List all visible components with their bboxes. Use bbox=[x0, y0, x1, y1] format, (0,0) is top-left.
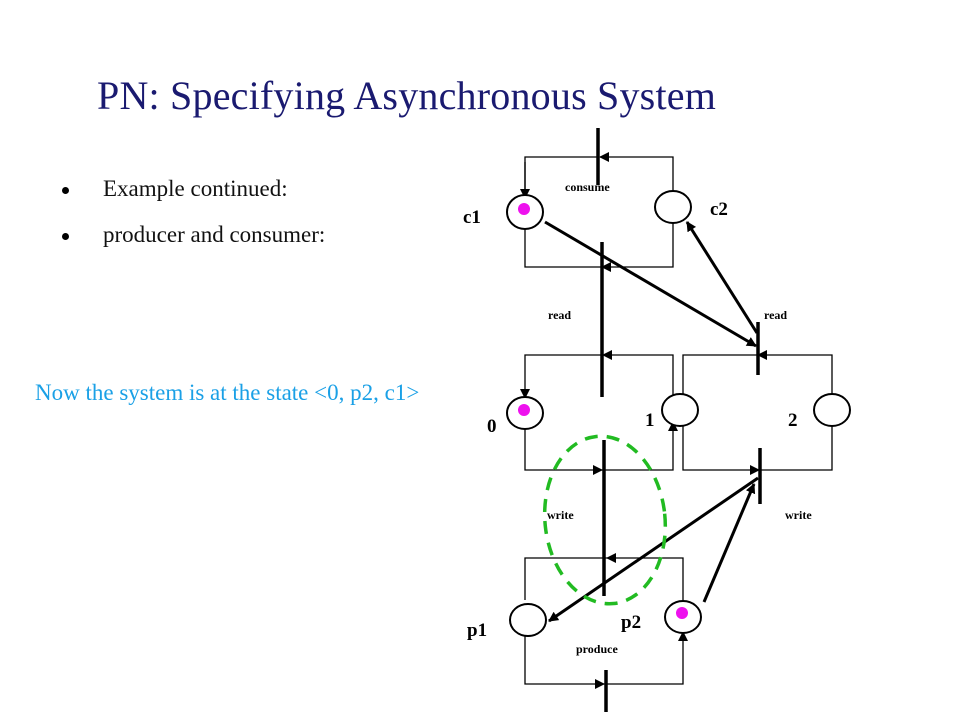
arc-read-c2 bbox=[685, 221, 759, 334]
arc-c1-read bbox=[544, 220, 757, 348]
arc-buffer-right-top bbox=[757, 350, 833, 398]
arc-c2-read bbox=[601, 218, 674, 272]
label-p1: p1 bbox=[467, 620, 487, 641]
token-p2 bbox=[676, 607, 688, 619]
token-c1 bbox=[518, 203, 530, 215]
place-p1 bbox=[509, 603, 547, 637]
arc-p1-produce bbox=[524, 624, 605, 689]
label-c1: c1 bbox=[463, 207, 481, 228]
arc-buffer-right-top2 bbox=[682, 354, 758, 398]
bullet-text: producer and consumer: bbox=[103, 222, 326, 247]
arc-buffer-right-bottom bbox=[682, 425, 760, 475]
label-buffer-1: 1 bbox=[645, 410, 655, 431]
label-c2: c2 bbox=[710, 199, 728, 220]
place-c2 bbox=[654, 190, 692, 224]
label-read-right: read bbox=[764, 308, 787, 322]
highlight-ellipse bbox=[542, 434, 668, 606]
bullet-text: Example continued: bbox=[103, 176, 288, 201]
bullet-item: producer and consumer: bbox=[62, 222, 325, 268]
bullet-dot-icon bbox=[62, 187, 69, 194]
slide-title: PN: Specifying Asynchronous System bbox=[97, 73, 717, 118]
arc-buffer-left-top2 bbox=[520, 354, 603, 399]
label-consume: consume bbox=[565, 180, 610, 194]
label-read-left: read bbox=[548, 308, 571, 322]
bullet-item: Example continued: bbox=[62, 176, 325, 222]
arc-produce-p2 bbox=[604, 631, 688, 685]
label-p2: p2 bbox=[621, 612, 641, 633]
arc-read-c1 bbox=[524, 218, 602, 268]
arc-buffer-left-top bbox=[602, 350, 674, 398]
arc-buffer-left-bottom bbox=[524, 420, 603, 475]
place-buffer-2 bbox=[813, 393, 851, 427]
state-note: Now the system is at the state <0, p2, c… bbox=[35, 380, 420, 405]
arc-p2-write bbox=[702, 483, 756, 603]
label-produce: produce bbox=[576, 642, 618, 656]
label-buffer-2: 2 bbox=[788, 410, 798, 431]
label-write-left: write bbox=[547, 508, 574, 522]
arc-p2-write bbox=[606, 553, 684, 610]
bullet-dot-icon bbox=[62, 233, 69, 240]
label-write-right: write bbox=[785, 508, 812, 522]
token-buffer-0 bbox=[518, 404, 530, 416]
bullet-list: Example continued: producer and consumer… bbox=[62, 176, 325, 268]
arc-buffer-right-bottom2 bbox=[759, 422, 833, 471]
arc-buffer-left-bottom2 bbox=[602, 421, 678, 471]
arc-write-p1 bbox=[524, 557, 607, 600]
place-buffer-1 bbox=[661, 393, 699, 427]
label-buffer-0: 0 bbox=[487, 416, 497, 437]
